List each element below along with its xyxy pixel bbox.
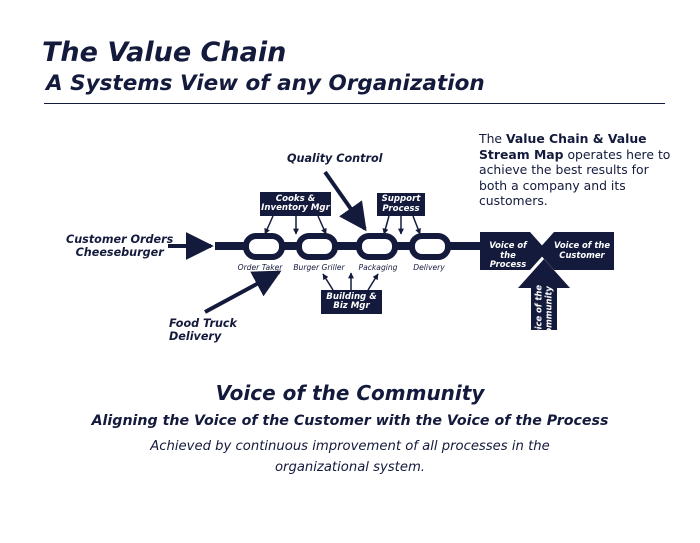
note-prefix: The	[479, 131, 506, 146]
food-truck-line2: Delivery	[169, 329, 222, 343]
food-truck-arrow	[204, 270, 282, 314]
title-divider	[44, 103, 665, 104]
cooks-arrow-left	[264, 215, 274, 235]
page-subtitle: A Systems View of any Organization	[46, 71, 485, 96]
page-title: The Value Chain	[42, 37, 287, 68]
food-truck-line1: Food Truck	[169, 317, 238, 330]
continuous-improvement-text: Achieved by continuous improvement of al…	[150, 439, 550, 475]
aligning-voices-subheading: Aligning the Voice of the Customer with …	[91, 413, 609, 429]
chain-label-burger-griller: Burger Griller	[293, 263, 345, 272]
cooks-inventory-box: Cooks & Inventory Mgr	[260, 192, 331, 216]
quality-control-arrow	[323, 170, 367, 232]
voice-of-community-label: Voice of the Community	[531, 285, 557, 341]
chain-link-packaging	[356, 233, 398, 260]
chain-link-order-taker	[243, 233, 285, 260]
cooks-arrow-right	[317, 215, 327, 235]
voice-customer-line1: Voice of the	[554, 240, 611, 250]
quality-control-label: Quality Control	[287, 152, 383, 165]
voice-of-community-heading: Voice of the Community	[215, 381, 485, 405]
cooks-box-line2: Inventory Mgr	[261, 203, 330, 213]
voice-of-process-label: Voice of the Process	[481, 240, 535, 270]
building-arrow-right	[367, 273, 379, 291]
voice-of-community-shape	[518, 259, 570, 330]
support-box-line2: Process	[382, 203, 420, 214]
food-truck-label: Food Truck Delivery	[169, 317, 238, 343]
voice-process-line1: Voice of the	[489, 240, 527, 260]
chain-link-delivery	[409, 233, 451, 260]
support-arrow-right	[412, 215, 421, 235]
chain-label-packaging: Packaging	[358, 263, 398, 272]
chain-label-delivery: Delivery	[413, 263, 445, 272]
note-suffix: operates here to achieve the best result…	[479, 146, 671, 209]
customer-orders-label: Customer Orders Cheeseburger	[66, 233, 174, 259]
customer-orders-line1: Customer Orders	[66, 233, 174, 246]
building-biz-box: Building & Biz Mgr	[321, 290, 382, 314]
chain-bar	[215, 242, 480, 250]
voice-community-line2: Community	[543, 286, 553, 340]
support-process-box: Support Process	[377, 193, 425, 216]
voice-process-line2: Process	[489, 259, 527, 269]
customer-orders-line2: Cheeseburger	[75, 245, 164, 259]
support-arrow-left	[382, 215, 390, 235]
chain-label-order-taker: Order Taker	[237, 263, 283, 272]
voice-customer-line2: Customer	[559, 249, 605, 260]
note-bold: Value Chain & Value Stream Map	[479, 131, 647, 162]
building-box-line2: Biz Mgr	[333, 301, 370, 311]
cooks-box-line1: Cooks &	[275, 193, 316, 204]
voice-of-process-shape	[480, 232, 547, 270]
chain-link-burger-griller	[296, 233, 338, 260]
voice-of-customer-shape	[537, 232, 614, 270]
value-stream-note: The Value Chain & Value Stream Map opera…	[479, 131, 679, 209]
support-box-line1: Support	[381, 194, 421, 204]
voice-of-customer-label: Voice of the Customer	[554, 240, 611, 260]
building-arrow-left	[322, 273, 334, 291]
building-box-line1: Building &	[326, 291, 377, 302]
